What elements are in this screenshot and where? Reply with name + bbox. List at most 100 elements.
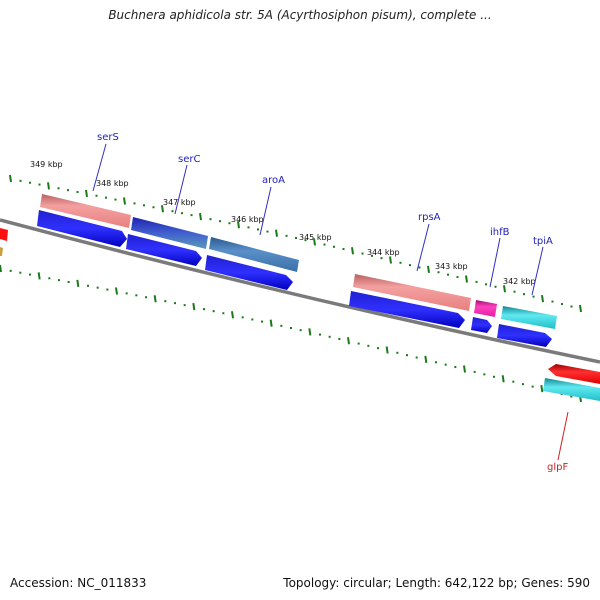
tick-mark — [123, 197, 126, 205]
edge-red-feature — [0, 228, 8, 241]
gene-label-tpiA: tpiA — [533, 236, 553, 247]
kbp-label: 349 kbp — [30, 160, 63, 169]
tick-dot — [454, 366, 457, 369]
tick-dot — [512, 380, 515, 383]
tick-dot — [48, 277, 51, 280]
tick-dot — [483, 373, 486, 376]
tick-dot — [532, 295, 535, 298]
tick-dot — [67, 189, 69, 192]
gene-label-glpF: glpF — [547, 462, 568, 473]
tick-dot — [409, 264, 411, 267]
tick-dot — [106, 288, 109, 291]
tick-mark — [501, 375, 505, 383]
tick-mark — [199, 212, 202, 221]
kbp-label: 347 kbp — [163, 198, 196, 207]
tick-dot — [135, 294, 138, 297]
tick-dot — [19, 179, 22, 182]
tick-dot — [95, 194, 98, 197]
accession-text: Accession: NC_011833 — [10, 576, 147, 590]
tick-dot — [285, 234, 288, 237]
aroA-feature[interactable] — [205, 237, 299, 290]
glpF-feature[interactable] — [543, 364, 600, 401]
tick-mark — [153, 295, 157, 303]
tick-mark — [76, 279, 80, 288]
ihfB-feature[interactable] — [471, 300, 497, 333]
tick-dot — [570, 395, 573, 398]
tick-dot — [304, 239, 307, 242]
tick-dot — [485, 283, 487, 286]
tick-dot — [561, 303, 563, 306]
tick-dot — [333, 245, 335, 248]
tick-dot — [475, 280, 478, 283]
tick-dot — [280, 324, 283, 327]
tick-mark — [541, 294, 544, 303]
tick-dot — [143, 204, 145, 207]
tick-mark — [47, 182, 50, 190]
tick-dot — [493, 375, 495, 378]
tick-dot — [171, 210, 174, 213]
tick-mark — [0, 264, 2, 273]
tick-dot — [357, 342, 360, 345]
tick-dot — [342, 248, 345, 251]
tick-dot — [473, 370, 476, 373]
edge-gold-feature — [0, 247, 3, 256]
tick-dot — [444, 363, 447, 366]
gene-label-ihfB: ihfB — [490, 227, 510, 238]
tick-dot — [114, 198, 117, 201]
tick-dot — [447, 273, 449, 276]
gene-label-rpsA: rpsA — [418, 212, 441, 223]
tick-mark — [37, 272, 41, 280]
tpiA-feature[interactable] — [497, 306, 557, 347]
tick-dot — [367, 344, 370, 347]
tick-dot — [241, 316, 244, 319]
tick-dot — [87, 284, 89, 287]
tick-dot — [522, 383, 524, 386]
tick-mark — [237, 221, 240, 229]
tick-dot — [456, 276, 459, 279]
tick-dot — [377, 347, 379, 350]
tick-mark — [192, 302, 196, 311]
outer-tick-row — [9, 174, 582, 313]
kbp-label: 346 kbp — [231, 215, 264, 224]
rpsA-feature[interactable] — [349, 274, 471, 328]
serS-feature[interactable] — [37, 194, 131, 247]
tick-dot — [58, 279, 60, 282]
tick-mark — [161, 205, 164, 213]
tick-dot — [257, 228, 259, 231]
tick-mark — [269, 319, 273, 327]
tick-dot — [266, 230, 269, 233]
tick-dot — [9, 269, 12, 272]
tick-dot — [415, 356, 418, 359]
tick-mark — [463, 365, 466, 373]
tick-dot — [328, 335, 331, 338]
tick-dot — [228, 222, 231, 225]
tick-mark — [275, 229, 278, 237]
inner-tick-row — [0, 264, 582, 403]
kbp-label: 348 kbp — [96, 179, 129, 188]
serC-feature[interactable] — [126, 217, 208, 266]
tick-dot — [212, 310, 215, 313]
genome-summary: Topology: circular; Length: 642,122 bp; … — [283, 576, 590, 590]
gene-leaders — [92, 143, 569, 461]
tick-dot — [295, 237, 297, 239]
tick-dot — [219, 220, 221, 223]
gene-label-aroA: aroA — [262, 175, 285, 186]
tick-dot — [247, 226, 250, 229]
tick-mark — [389, 256, 392, 264]
tick-dot — [183, 304, 186, 307]
tick-mark — [385, 346, 389, 354]
kbp-label: 345 kbp — [299, 233, 332, 242]
tick-dot — [164, 300, 167, 303]
tick-dot — [531, 385, 534, 388]
tick-mark — [503, 285, 506, 293]
tick-mark — [465, 275, 468, 283]
tick-dot — [437, 271, 440, 274]
gene-label-serS: serS — [97, 132, 119, 143]
tick-dot — [222, 312, 225, 315]
tick-dot — [125, 292, 128, 295]
tick-dot — [570, 305, 573, 308]
tick-dot — [513, 290, 516, 293]
tick-dot — [323, 243, 326, 246]
tick-mark — [9, 174, 12, 183]
